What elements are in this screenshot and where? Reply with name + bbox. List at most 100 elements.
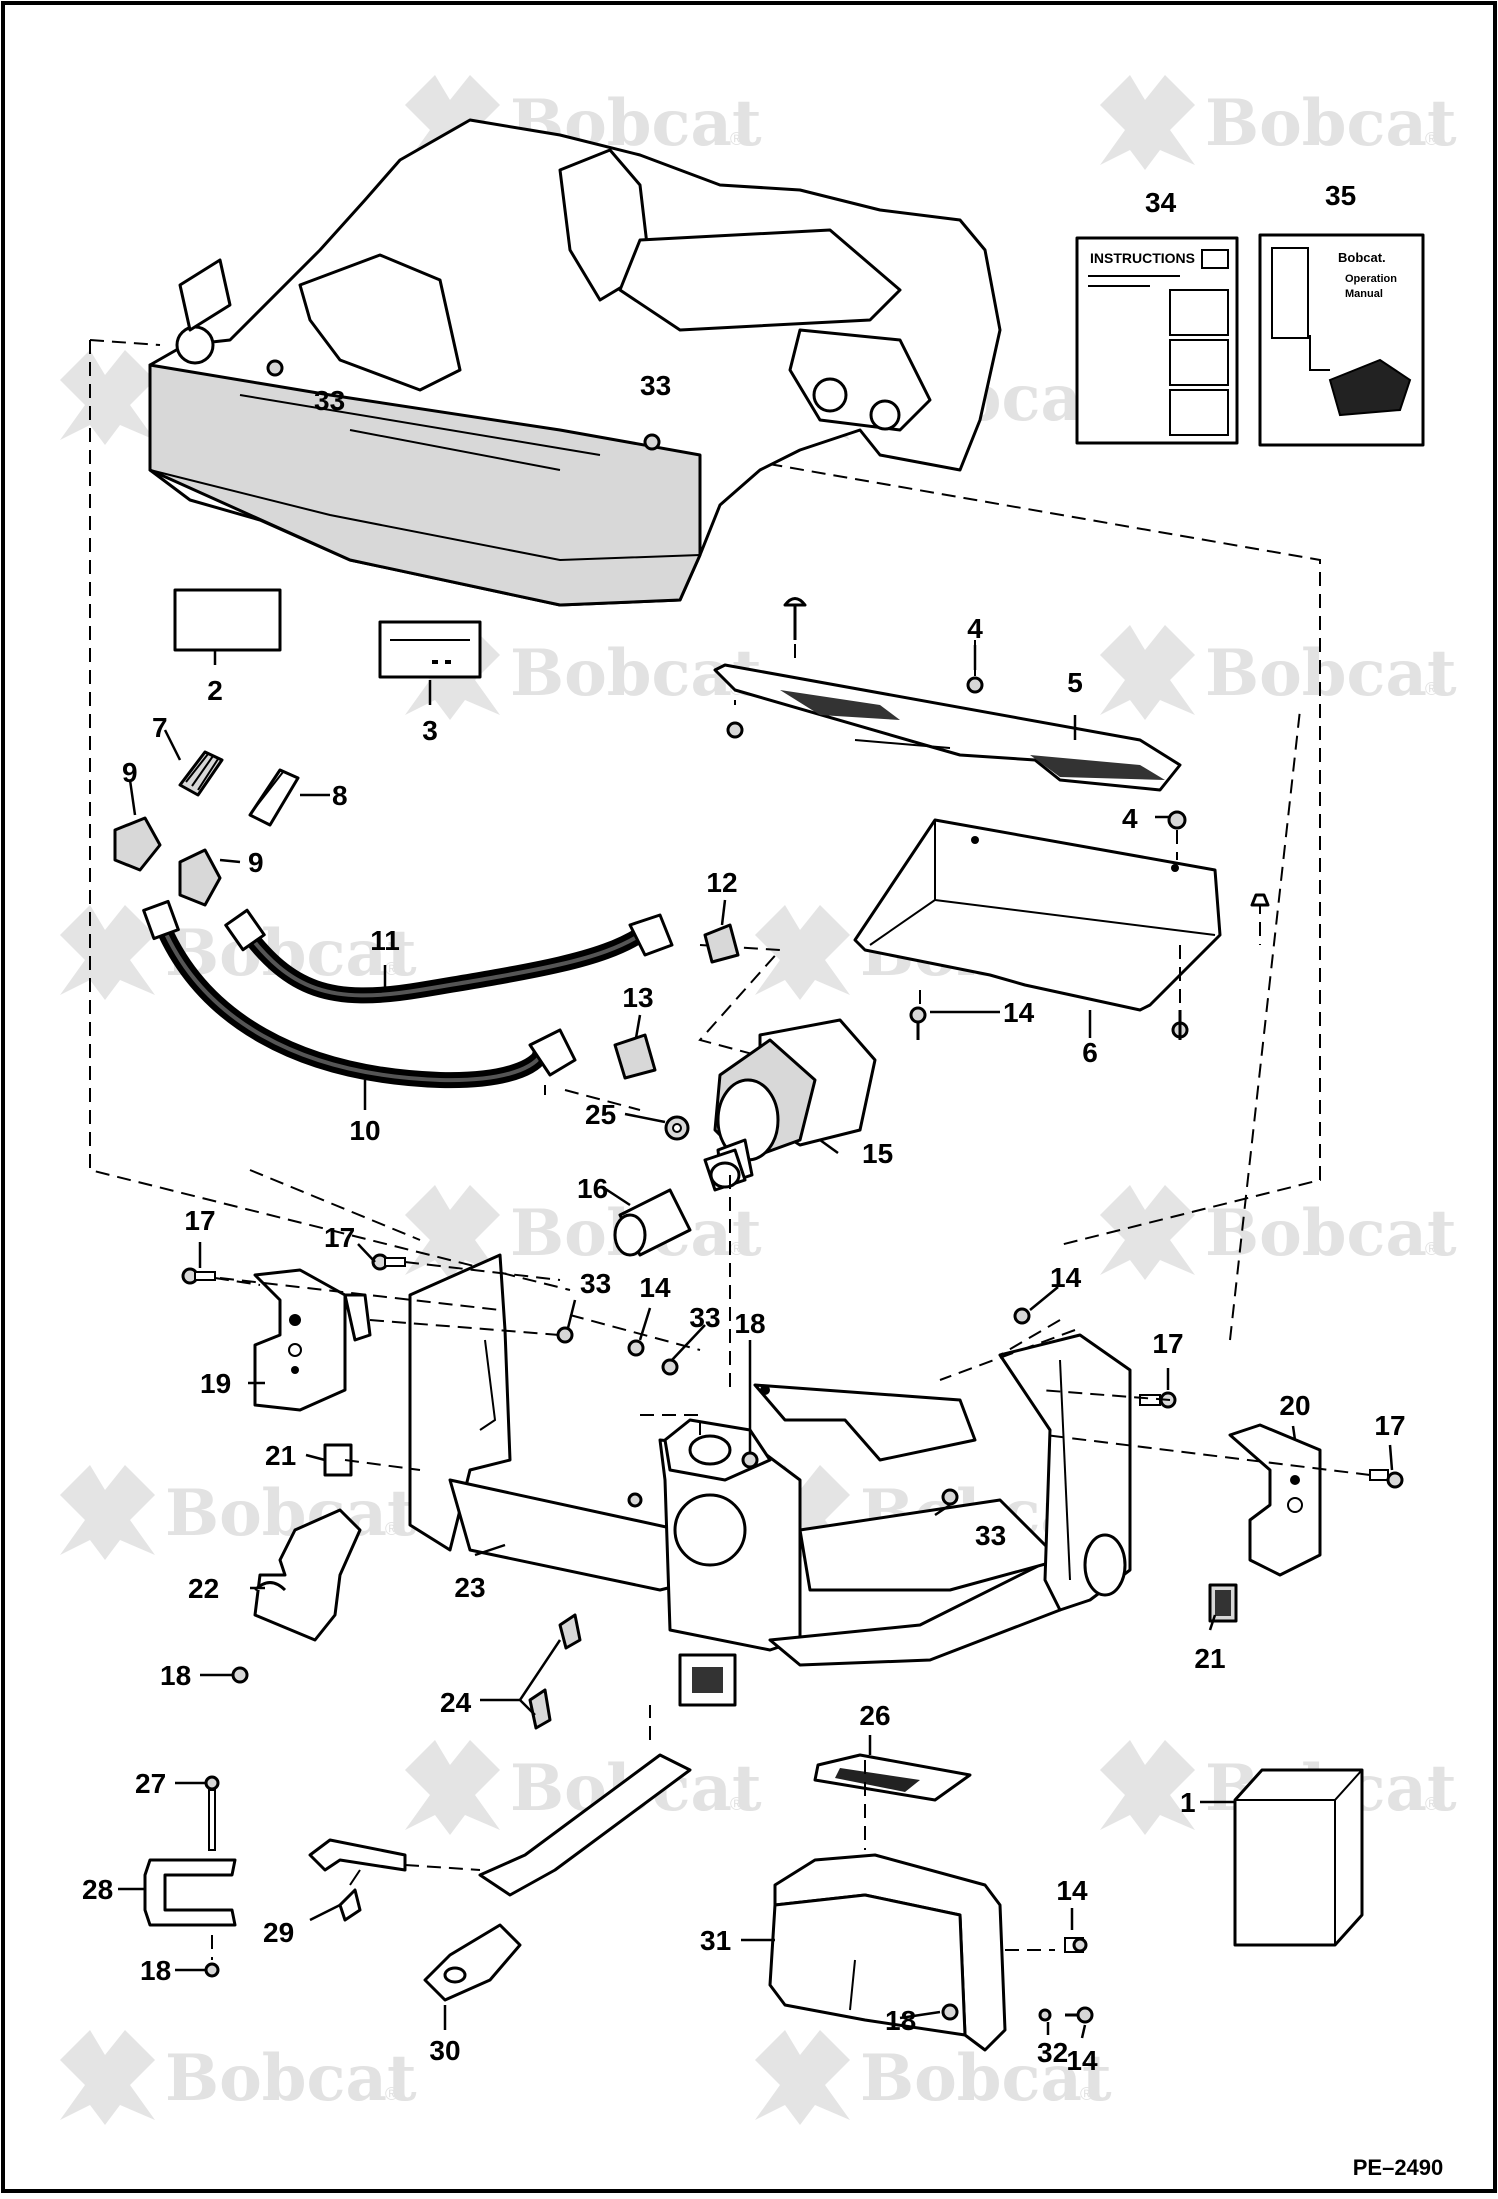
svg-text:®: ® [1425,1794,1438,1814]
callout-33: 33 [689,1302,720,1333]
hitch-frame-23 [408,1253,1132,1707]
callout-17: 17 [324,1222,355,1253]
svg-text:Bobcat: Bobcat [860,2041,1112,2116]
nut-33b [643,433,661,451]
adapter-8 [248,768,300,827]
svg-text:®: ® [730,1239,743,1259]
callout-29: 29 [263,1917,294,1948]
shield-6 [853,818,1222,1012]
dashed-assembly-boundary-top [89,339,161,346]
callout-11: 11 [370,925,400,956]
watermark: Bobcat ® [1100,625,1457,720]
callout-18: 18 [885,2005,916,2036]
carriage-bolt [783,597,807,640]
fitting-12 [703,923,740,964]
callout-leaders [118,645,1394,2039]
nut-33d [661,1358,679,1376]
nut-18d [941,2003,959,2021]
nut-18b [231,1666,249,1684]
bracket-19 [253,1268,372,1412]
callout-31: 31 [700,1925,731,1956]
nut-33a [266,359,284,377]
callout-6: 6 [1082,1037,1098,1068]
svg-text:®: ® [1425,679,1438,699]
dashed-assembly-boundary-left [89,340,571,1291]
operation-manual-35: Bobcat. Operation Manual [1258,233,1425,447]
callout-1: 1 [1180,1787,1196,1818]
callout-17: 17 [1374,1410,1405,1441]
leader-dash [698,944,783,1061]
callout-25: 25 [585,1099,616,1130]
callout-8: 8 [332,780,348,811]
callout-18: 18 [160,1660,191,1691]
watermark: Bobcat ® [1100,75,1457,170]
callout-24: 24 [440,1687,472,1718]
leader-dash [214,709,1371,1476]
decal-3 [378,620,482,679]
svg-text:Bobcat: Bobcat [1205,636,1457,711]
elbow-9b [178,848,222,907]
callout-33: 33 [580,1268,611,1299]
callout-33: 33 [314,385,345,416]
svg-text:®: ® [1425,1239,1438,1259]
svg-text:®: ® [385,2084,398,2104]
callout-14: 14 [639,1272,671,1303]
figure-code: PE–2490 [1353,2155,1444,2180]
hardware-bolt-17b [371,1253,406,1271]
nut-33c [556,1326,574,1344]
svg-text:Bobcat.: Bobcat. [1338,250,1386,265]
callout-labels: 34 35 33 33 2 3 4 4 5 6 7 8 9 9 10 11 12… [82,180,1406,2076]
bolt-14 [909,1006,927,1040]
hardware-bolt-17a [181,1267,216,1285]
washer-32 [1038,2008,1052,2022]
callout-14: 14 [1056,1875,1088,1906]
nut-14a [627,1339,645,1357]
nut-33e [941,1488,959,1506]
callout-13: 13 [622,982,653,1013]
callout-32: 32 [1037,2037,1068,2068]
hitch-pin-29 [308,1838,407,1922]
callout-14: 14 [1050,1262,1082,1293]
hose-10 [142,899,577,1089]
callout-30: 30 [429,2035,460,2066]
step-plate-5 [713,663,1182,792]
leader-dash [404,1705,651,1871]
nut-18a [741,1451,759,1469]
nut-4a [966,676,984,694]
leader-dash [864,1760,1055,1951]
callout-34: 34 [1145,187,1177,218]
callout-15: 15 [862,1138,893,1169]
nut-4b [1167,810,1187,830]
hose-11 [224,908,674,1004]
nut-14b [1013,1307,1031,1325]
bolt-14e [1065,2006,1094,2024]
bolt [1250,893,1270,907]
hardware-bolt-17d [1369,1469,1404,1489]
bolt [1171,1010,1189,1040]
svg-text:®: ® [385,1519,398,1539]
callout-20: 20 [1279,1390,1310,1421]
dashed-assembly-boundary-right [659,444,1321,1246]
pin-24b [528,1688,552,1730]
callout-33: 33 [975,1520,1006,1551]
callout-21: 21 [265,1440,296,1471]
watermark: Bobcat ® [1100,1185,1457,1280]
svg-text:®: ® [385,959,398,979]
clevis-28 [143,1858,237,1927]
adapter-7 [178,750,224,797]
callout-4: 4 [967,613,983,644]
bolt-14d [1064,1937,1088,1953]
leader-dash [544,1085,731,1395]
box-1 [1233,1768,1364,1947]
loader-frame [148,118,1002,607]
callout-18: 18 [140,1955,171,1986]
bolt-27 [204,1775,220,1851]
svg-text:®: ® [730,1794,743,1814]
callout-16: 16 [577,1173,608,1204]
callout-18: 18 [734,1308,765,1339]
callout-33: 33 [640,370,671,401]
callout-19: 19 [200,1368,231,1399]
tongue-30 [423,1753,692,2002]
